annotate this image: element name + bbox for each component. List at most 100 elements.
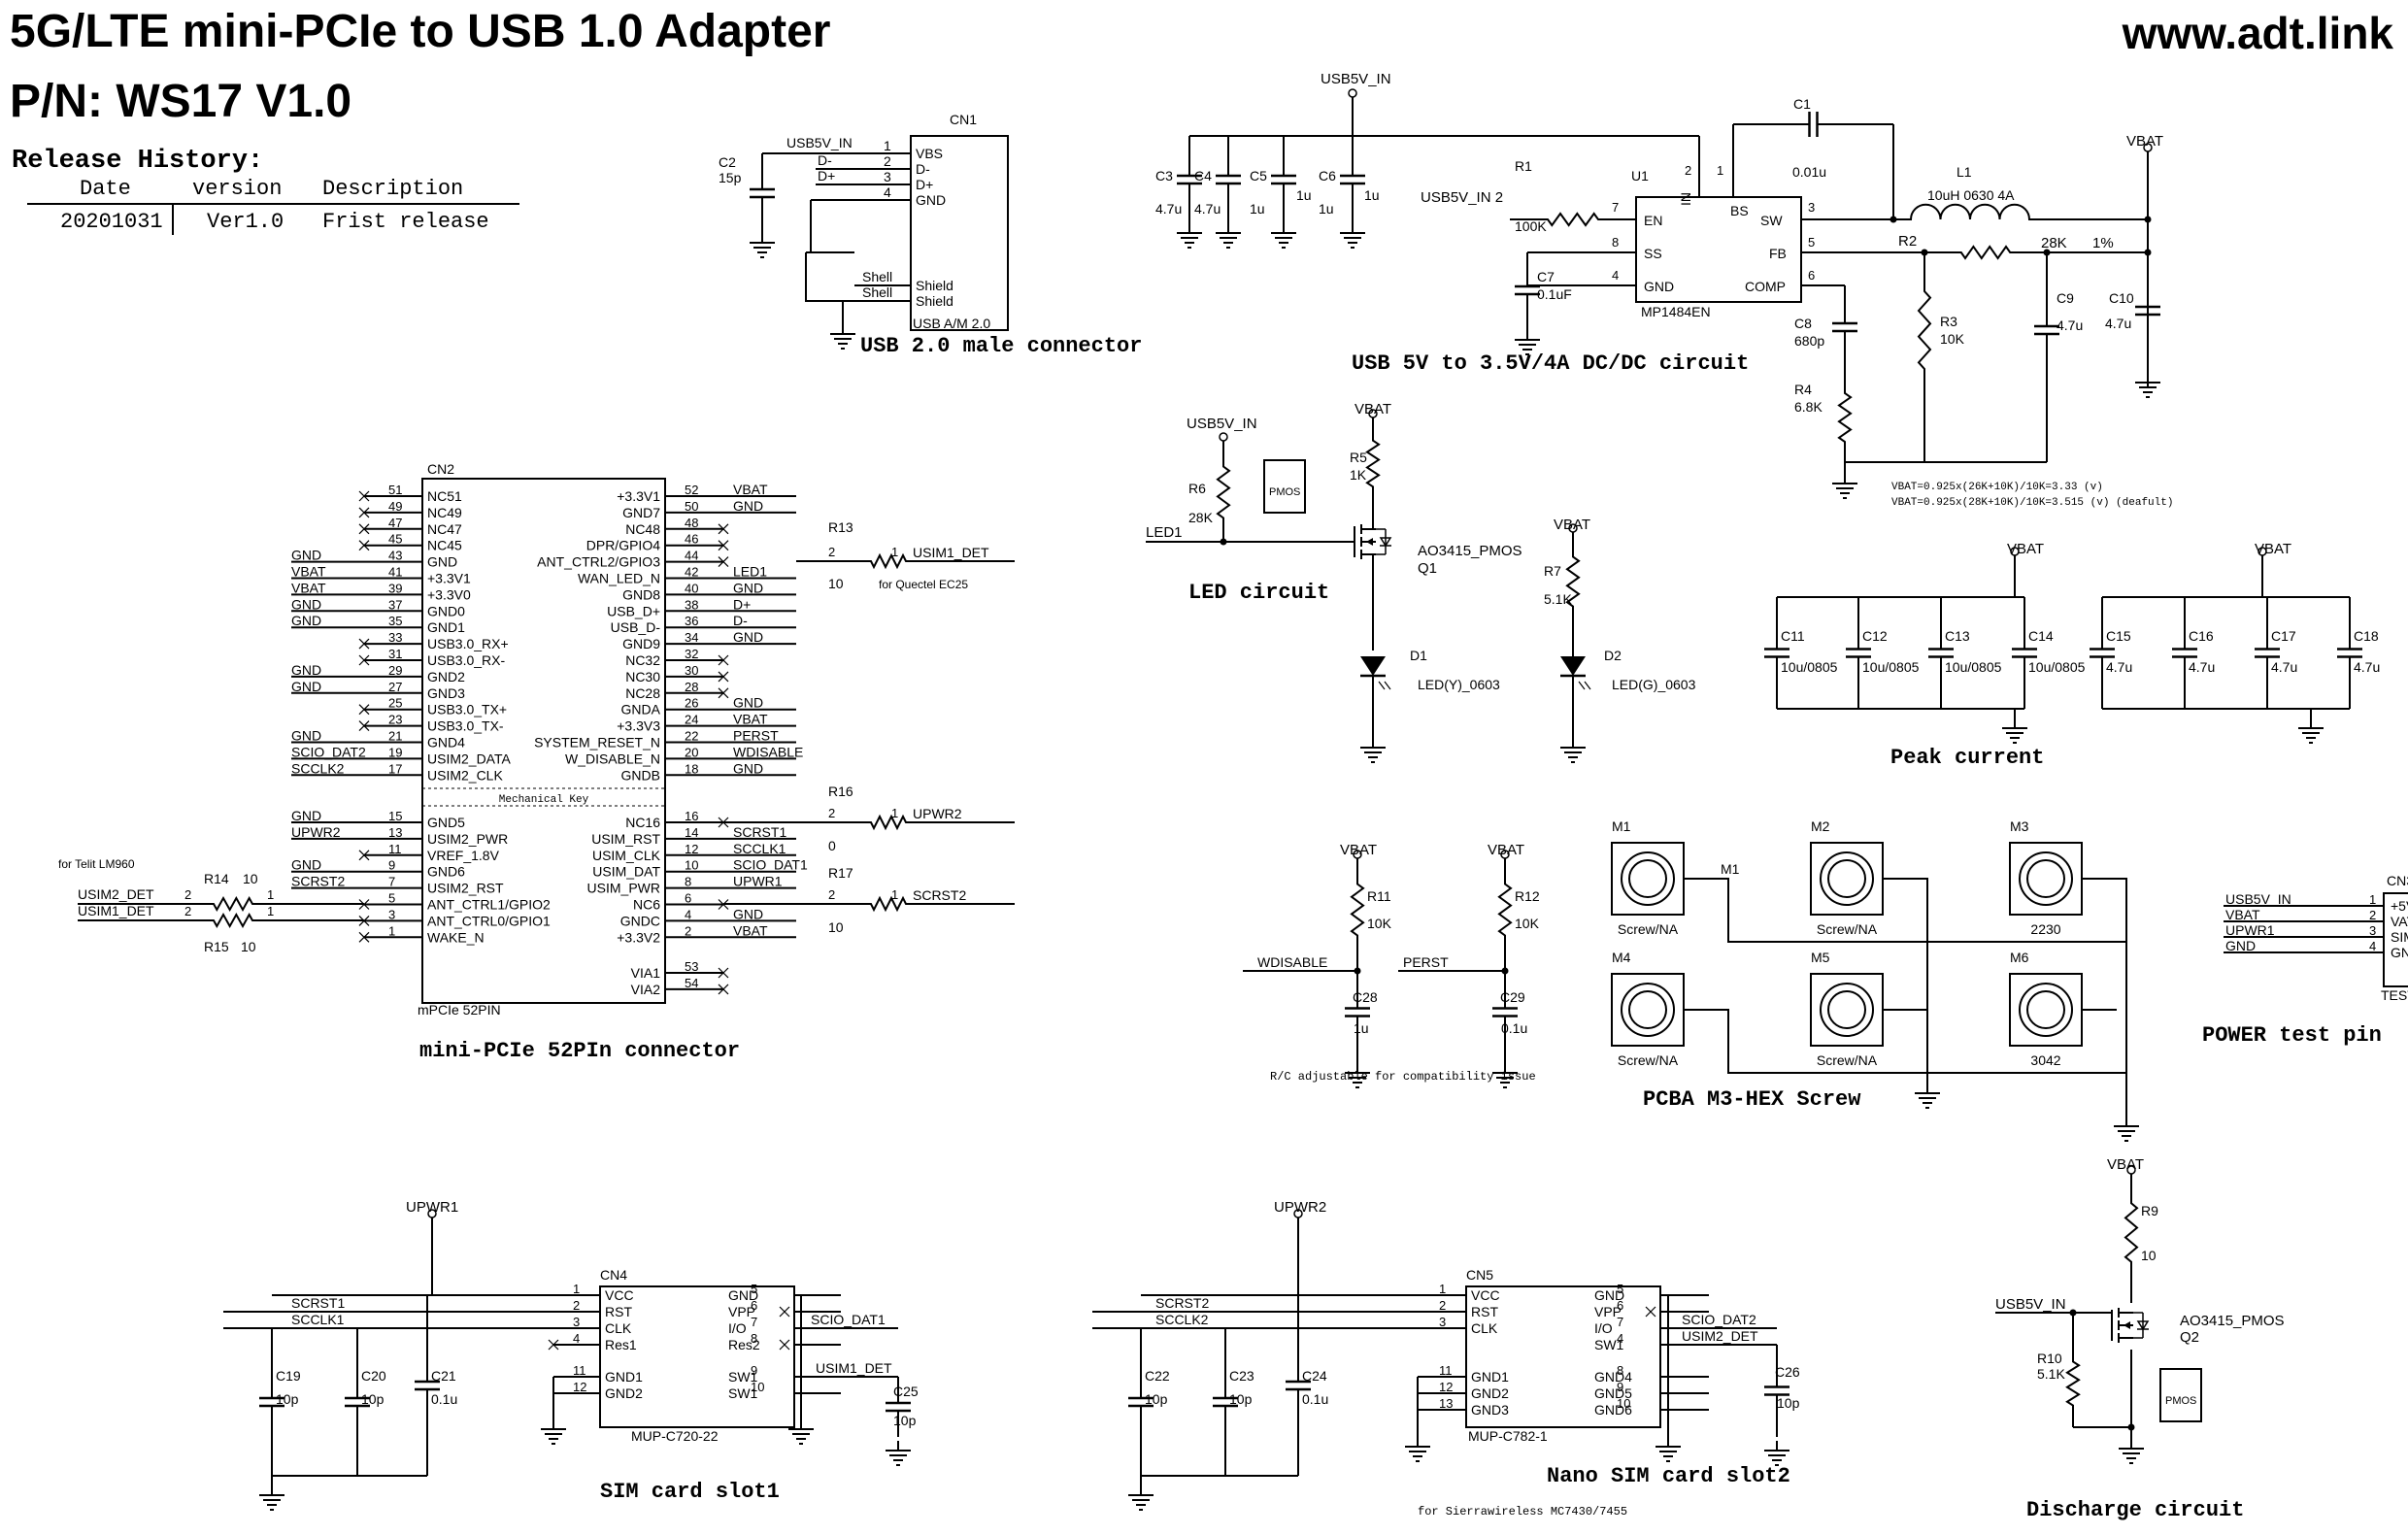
cn2-pin-num: 34 [685,630,698,645]
led1-net-label: LED1 [1146,524,1183,541]
ground-symbol [2135,373,2160,398]
ground-symbol [1216,223,1241,249]
cn4-pin-num: 1 [573,1282,580,1296]
labels-layer: 5G/LTE mini-PCIe to USB 1.0 AdapterP/N: … [10,6,2408,1522]
section-title-8: Nano SIM card slot2 [1547,1464,1790,1488]
vbat-port: VBAT [1488,842,1524,858]
screw-value: Screw/NA [1817,1052,1878,1068]
cn4-pin-num: 2 [573,1298,580,1313]
cap-value: 1u [1250,201,1265,217]
ground-symbol [2114,1117,2139,1142]
symbols-layer [184,88,2408,1511]
cn2-pin-name: USIM2_CLK [427,767,503,783]
net-label: VBAT [733,482,768,497]
r14-resistor [184,895,282,913]
vbat-port: VBAT [2126,133,2163,150]
no-connect-mark [718,817,729,828]
r6-value: 28K [1188,510,1214,525]
cn1-pin-name: D- [916,161,930,177]
r13-ref: R13 [828,519,853,535]
release-date: 20201031 [60,210,163,234]
power-port [1293,1209,1303,1218]
cap-ref: C6 [1319,168,1336,184]
cn1-pin-name: D+ [916,177,933,192]
no-connect-mark [358,638,370,650]
net-label: USIM2_DET [1682,1328,1758,1344]
power-port [2258,547,2267,556]
net-label: D+ [818,168,835,184]
net-label: VBAT [733,712,768,727]
cn1-pin-num: 4 [884,184,891,200]
cn2-pin-num: 47 [388,516,402,530]
no-connect-mark [718,984,729,995]
cn2-pin-num: 12 [685,842,698,856]
cn2-pin-name: DPR/GPIO4 [586,538,660,553]
cn4-pin-name: GND [728,1287,758,1303]
cn5-pin-num: 10 [1617,1396,1630,1411]
cn2-pin-num: 22 [685,729,698,744]
cn4-cap-C20 [345,1328,370,1476]
net-label: GND [291,596,321,612]
u1-ref: U1 [1631,168,1649,184]
c26-capacitor [1764,1345,1789,1437]
net-label: GND [2225,938,2256,953]
l1-inductor [1893,203,2047,220]
cn2-pin-name: USIM2_DATA [427,751,511,766]
screw-bus [2117,878,2127,1117]
cap-ref: C21 [431,1368,456,1384]
screw-ref: M1 [1612,818,1631,834]
cn2-pin-num: 10 [685,858,698,873]
cap-value: 10p [361,1391,385,1407]
c28-value: 1u [1354,1020,1369,1036]
cap-value: 10u/0805 [1945,659,2002,675]
screw-ref: M4 [1612,950,1631,965]
u1-pin-fb: FB [1769,246,1787,261]
l1-value: 10uH 0630 4A [1927,187,2015,203]
cn2-pin-name: USIM_CLK [592,848,661,863]
r1-value: 100K [1515,218,1547,234]
cn2-pin-name: GND1 [427,619,465,635]
cn2-pin-num: 28 [685,680,698,694]
dcdc-cap-C6 [1340,136,1365,223]
r1-ref: R1 [1515,158,1532,174]
cn5-pin-num: 11 [1439,1363,1453,1378]
r6-resistor [1216,441,1231,544]
cn4-ref: CN4 [600,1267,627,1283]
screw-M5 [1810,973,1884,1047]
ground-symbol [1492,1063,1518,1088]
release-description: Frist release [322,210,489,234]
cn4-pin-num: 10 [751,1380,764,1394]
cn2-pin-name: NC16 [625,815,660,830]
net-label: SCCLK2 [1155,1312,1209,1327]
cn4-pin-name: CLK [605,1320,632,1336]
cn2-pin-num: 50 [685,499,698,514]
cn2-pin-name: GND2 [427,669,465,684]
cn2-pin-name: GNDA [621,702,661,717]
cn4-pin-name: I/O [728,1320,747,1336]
r11-resistor [1350,858,1365,961]
no-connect-mark [358,523,370,535]
cap-ref: C16 [2189,628,2214,644]
cn5-pin-name: GND1 [1471,1369,1509,1385]
cn2-pin-name: ANT_CTRL1/GPIO2 [427,897,551,913]
cn4-pin-name: Res1 [605,1337,637,1352]
cn4-part: MUP-C720-22 [631,1428,719,1444]
cn2-pin-name: GND9 [622,636,660,651]
cn2-pin-name: NC47 [427,521,462,537]
no-connect-mark [779,1339,790,1351]
cn5-pin-num: 7 [1617,1315,1623,1329]
cn5-pin-name: GND [1594,1287,1624,1303]
vbat-port: VBAT [2107,1156,2144,1173]
power-port [427,1209,437,1218]
ground-symbol [1177,223,1202,249]
upwr1-port: UPWR1 [406,1199,458,1216]
cn2-via-name: VIA1 [631,965,661,981]
cap-value: 4.7u [2271,659,2297,675]
cn2-body [421,478,666,1004]
screw-value: 3042 [2030,1052,2060,1068]
r9-value: 10 [2141,1248,2157,1263]
r2-value: 28K [2041,235,2067,251]
cn2-pin-num: 20 [685,745,698,759]
cn5-ref: CN5 [1466,1267,1493,1283]
vbat-port: VBAT [1340,842,1377,858]
